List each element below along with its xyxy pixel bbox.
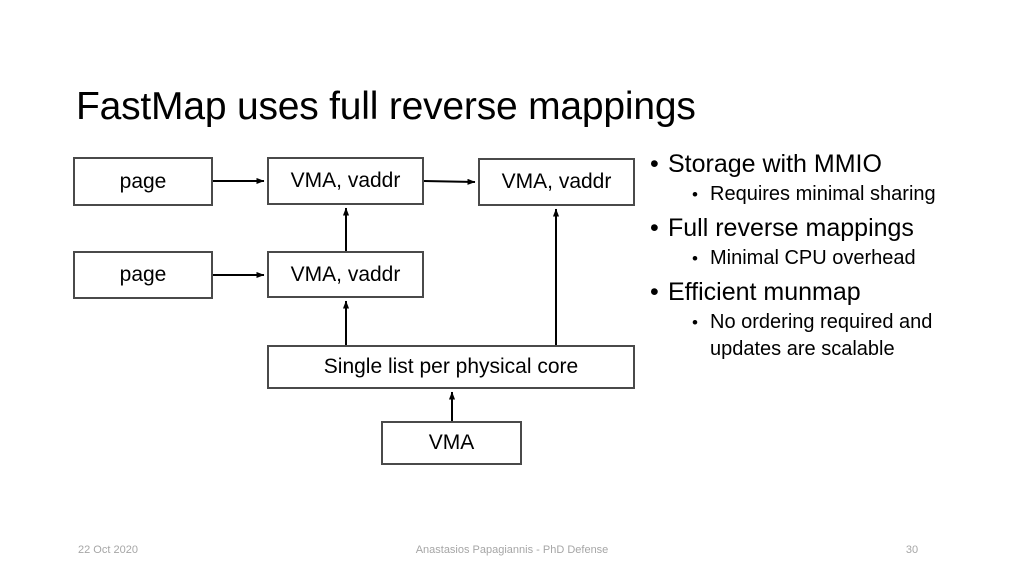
node-vma-vaddr-1: VMA, vaddr: [267, 157, 424, 205]
bullet-marker: •: [692, 313, 698, 332]
bullet-minimal-cpu-overhead: • Minimal CPU overhead: [690, 245, 998, 272]
slide-footer: 22 Oct 2020 Anastasios Papagiannis - PhD…: [0, 540, 1024, 560]
bullet-marker: •: [650, 278, 659, 306]
bullet-no-ordering-required: • No ordering required and updates are s…: [690, 309, 998, 363]
arrow-vma1-to-vma2: [423, 178, 476, 185]
bullet-marker: •: [692, 249, 698, 268]
bullet-marker: •: [692, 185, 698, 204]
node-page-1: page: [73, 157, 213, 206]
bullet-text: Full reverse mappings: [668, 214, 914, 242]
bullet-text: Minimal CPU overhead: [710, 247, 916, 269]
bullet-text: Storage with MMIO: [668, 150, 882, 178]
node-vma-vaddr-2: VMA, vaddr: [478, 158, 635, 206]
reverse-mapping-diagram: page VMA, vaddr VMA, vaddr page VMA, vad…: [73, 157, 635, 465]
bullet-marker: •: [650, 150, 659, 178]
footer-presentation-title: Anastasios Papagiannis - PhD Defense: [415, 544, 609, 556]
node-page-2: page: [73, 251, 213, 299]
footer-page-number: 30: [905, 544, 919, 556]
node-vma-vaddr-3: VMA, vaddr: [267, 251, 424, 298]
node-vma: VMA: [381, 421, 522, 465]
footer-date: 22 Oct 2020: [78, 544, 138, 556]
bullet-marker: •: [650, 214, 659, 242]
bullet-text: Efficient munmap: [668, 278, 861, 306]
bullet-text: Requires minimal sharing: [710, 183, 936, 205]
bullet-list: • Storage with MMIO • Requires minimal s…: [648, 148, 998, 367]
bullet-requires-minimal-sharing: • Requires minimal sharing: [690, 181, 998, 208]
bullet-text: No ordering required and updates are sca…: [710, 311, 933, 360]
bullet-full-reverse-mappings: • Full reverse mappings: [648, 212, 998, 244]
node-single-list-per-physical-core: Single list per physical core: [267, 345, 635, 389]
bullet-efficient-munmap: • Efficient munmap: [648, 276, 998, 308]
page-title: FastMap uses full reverse mappings: [76, 85, 696, 129]
bullet-storage-with-mmio: • Storage with MMIO: [648, 148, 998, 180]
